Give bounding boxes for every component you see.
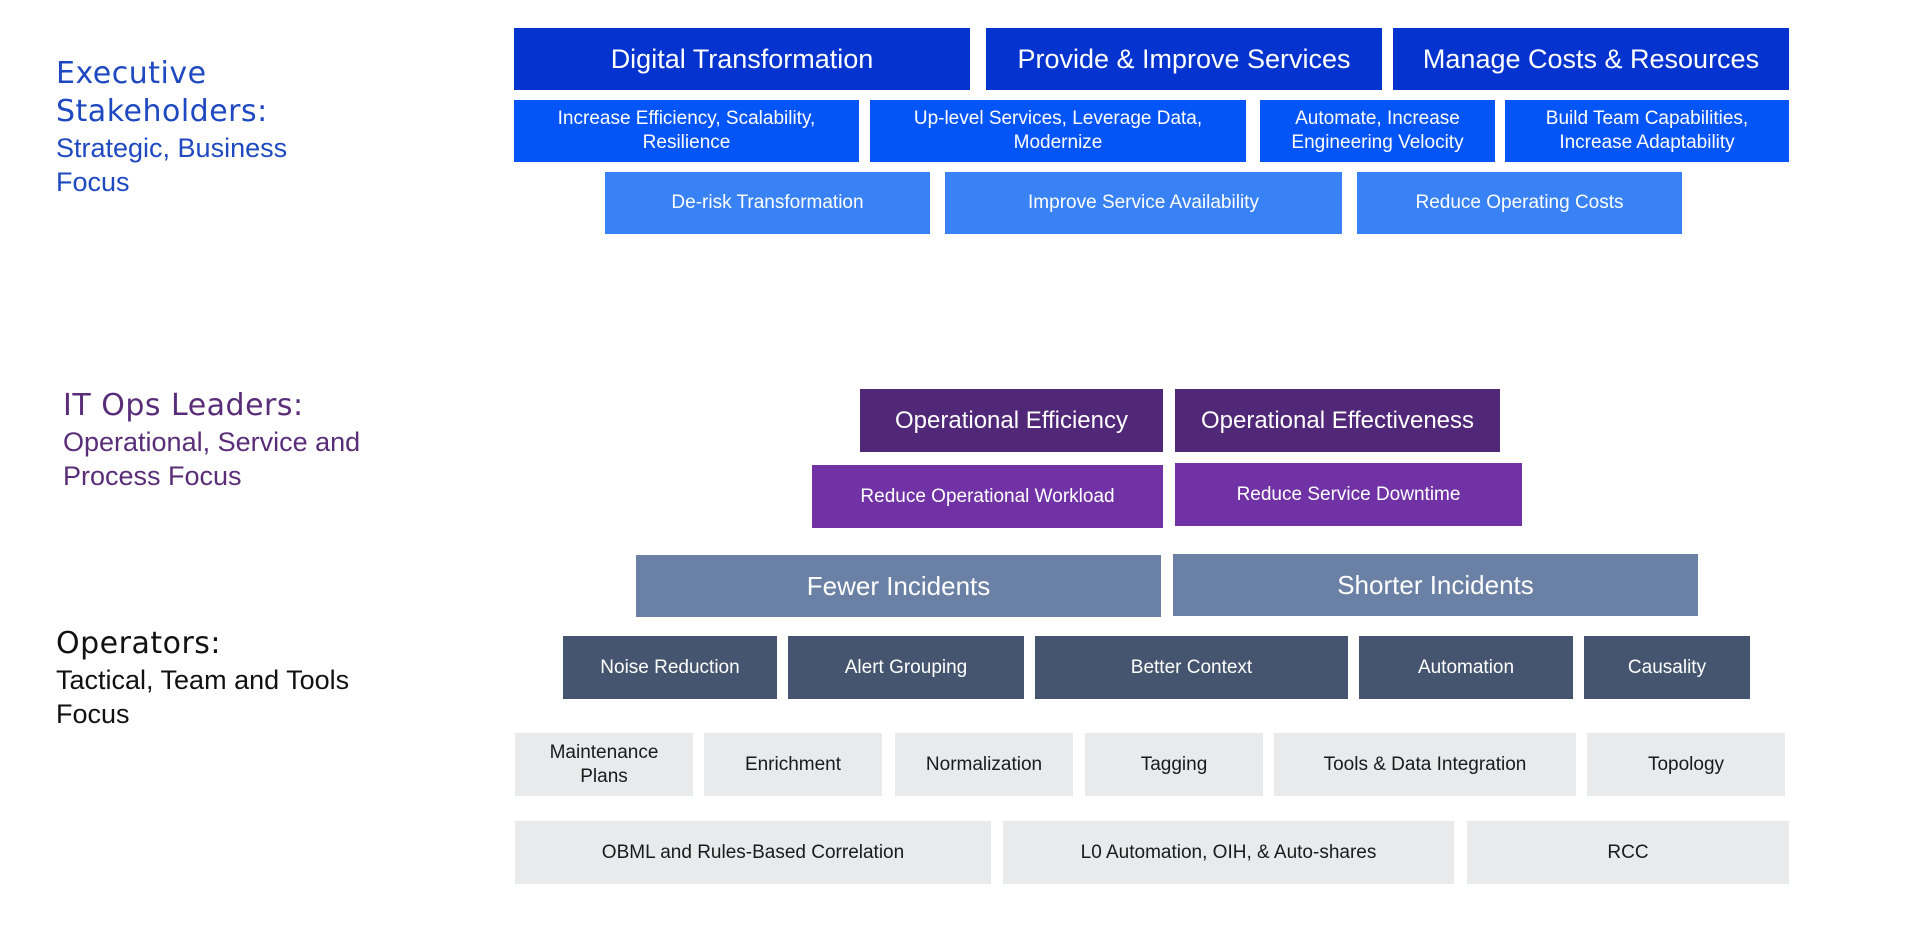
ops-feature-maintenance-plans: Maintenance Plans: [515, 733, 693, 796]
ops-feature-normalization: Normalization: [895, 733, 1073, 796]
operators-subtitle-line1: Tactical, Team and Tools: [56, 665, 350, 695]
ops-capability-automation: Automation: [1359, 636, 1573, 699]
ops-capability-causality: Causality: [1584, 636, 1750, 699]
executive-subtitle-line1: Strategic, Business: [56, 133, 288, 163]
it-ops-label: IT Ops Leaders: Operational, Service and…: [63, 387, 360, 493]
ops-feature-topology: Topology: [1587, 733, 1785, 796]
exec-goal-manage-costs: Manage Costs & Resources: [1393, 28, 1789, 90]
ops-platform-rcc: RCC: [1467, 821, 1789, 884]
exec-goal-digital-transformation: Digital Transformation: [514, 28, 970, 90]
operators-label: Operators: Tactical, Team and Tools Focu…: [56, 625, 349, 731]
ops-goal-fewer-incidents: Fewer Incidents: [636, 555, 1161, 617]
executive-title-line2: Stakeholders:: [56, 94, 268, 129]
it-ops-title: IT Ops Leaders:: [63, 388, 304, 423]
itops-outcome-reduce-workload: Reduce Operational Workload: [812, 465, 1163, 528]
exec-objective-uplevel-services: Up-level Services, Leverage Data, Modern…: [870, 100, 1246, 162]
exec-outcome-derisk: De-risk Transformation: [605, 172, 930, 234]
operators-title: Operators:: [56, 626, 222, 661]
ops-platform-l0-automation: L0 Automation, OIH, & Auto-shares: [1003, 821, 1454, 884]
ops-feature-tagging: Tagging: [1085, 733, 1263, 796]
executive-title-line1: Executive: [56, 56, 207, 91]
exec-outcome-service-availability: Improve Service Availability: [945, 172, 1342, 234]
itops-outcome-reduce-downtime: Reduce Service Downtime: [1175, 463, 1522, 526]
ops-capability-alert-grouping: Alert Grouping: [788, 636, 1024, 699]
ops-capability-noise-reduction: Noise Reduction: [563, 636, 777, 699]
exec-goal-provide-improve-services: Provide & Improve Services: [986, 28, 1382, 90]
exec-outcome-reduce-costs: Reduce Operating Costs: [1357, 172, 1682, 234]
it-ops-subtitle-line1: Operational, Service and: [63, 427, 361, 457]
ops-platform-obml-correlation: OBML and Rules-Based Correlation: [515, 821, 991, 884]
ops-feature-tools-data-integration: Tools & Data Integration: [1274, 733, 1576, 796]
ops-goal-shorter-incidents: Shorter Incidents: [1173, 554, 1698, 616]
operators-subtitle-line2: Focus: [56, 699, 130, 729]
ops-capability-better-context: Better Context: [1035, 636, 1348, 699]
exec-objective-efficiency: Increase Efficiency, Scalability, Resili…: [514, 100, 859, 162]
exec-objective-team-capabilities: Build Team Capabilities, Increase Adapta…: [1505, 100, 1789, 162]
it-ops-subtitle-line2: Process Focus: [63, 461, 242, 491]
executive-subtitle-line2: Focus: [56, 167, 130, 197]
executive-label: Executive Stakeholders: Strategic, Busin…: [56, 55, 287, 199]
exec-objective-automate: Automate, Increase Engineering Velocity: [1260, 100, 1495, 162]
ops-feature-enrichment: Enrichment: [704, 733, 882, 796]
itops-goal-effectiveness: Operational Effectiveness: [1175, 389, 1500, 452]
itops-goal-efficiency: Operational Efficiency: [860, 389, 1163, 452]
